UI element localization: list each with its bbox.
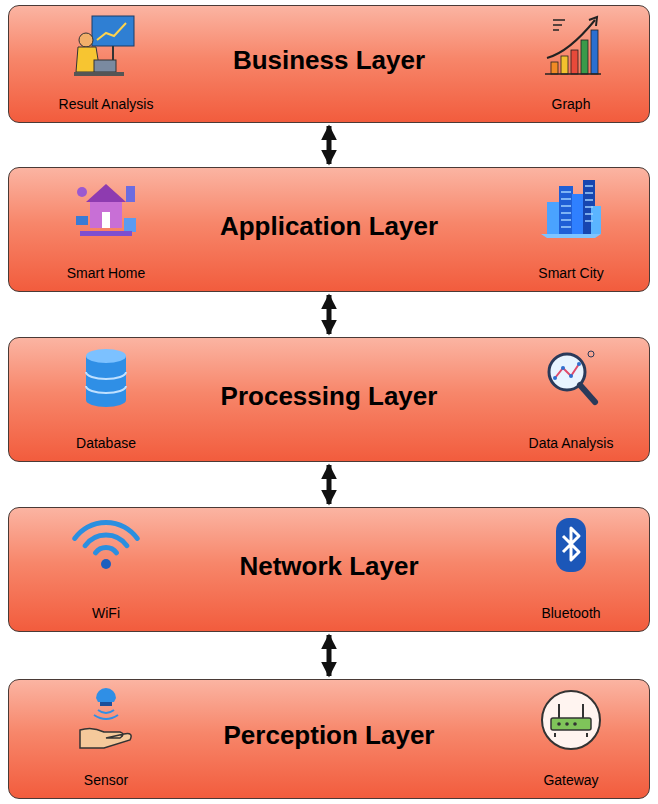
layer-title: Network Layer [9,551,649,582]
icon-label: Database [21,435,191,451]
double-arrow [327,126,332,164]
layer-band: Perception LayerSensorGateway [8,679,650,799]
icon-label: Bluetooth [486,605,656,621]
icon-label: Data Analysis [486,435,656,451]
layer-title: Processing Layer [9,381,649,412]
layer-band: Processing LayerDatabaseData Analysis [8,337,650,462]
layer-band: Application LayerSmart HomeSmart City [8,167,650,292]
icon-label: Result Analysis [21,96,191,112]
icon-label: WiFi [21,605,191,621]
layer-title: Business Layer [9,45,649,76]
layer-band: Network LayerWiFiBluetooth [8,507,650,632]
layer-title: Perception Layer [9,720,649,751]
icon-label: Gateway [486,772,656,788]
double-arrow [327,295,332,334]
layer-title: Application Layer [9,211,649,242]
icon-label: Smart Home [21,265,191,281]
layer-band: Business LayerResult AnalysisGraph [8,5,650,123]
double-arrow [327,465,332,504]
icon-label: Smart City [486,265,656,281]
double-arrow [327,635,332,676]
icon-label: Sensor [21,772,191,788]
icon-label: Graph [486,96,656,112]
